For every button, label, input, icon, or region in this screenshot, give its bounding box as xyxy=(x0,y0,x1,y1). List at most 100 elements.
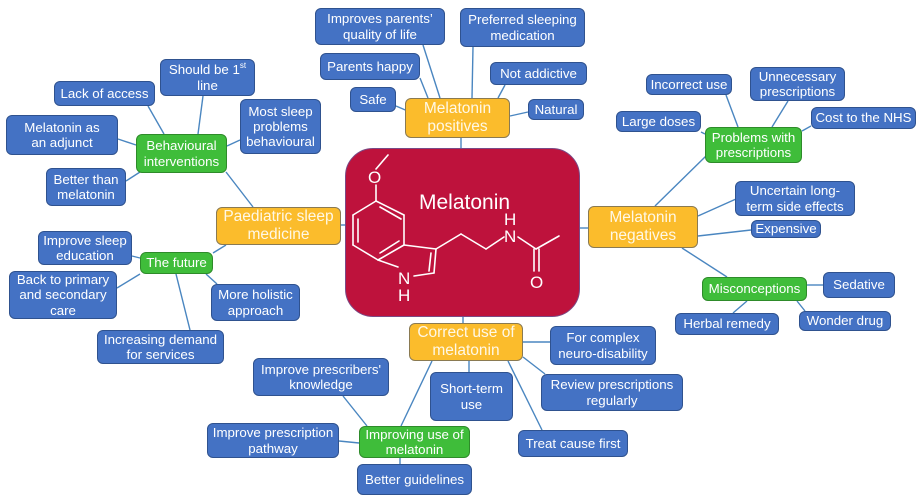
connector-neg-prob-to-neg-incorrect xyxy=(725,94,739,128)
connector-pos-to-pos-natural xyxy=(509,111,529,117)
node-neg-sedative: Sedative xyxy=(823,272,895,298)
node-label: Improve prescription pathway xyxy=(212,425,334,456)
node-label: Melatonin negatives xyxy=(609,209,677,244)
connector-neg-prob-to-neg-unnec xyxy=(771,100,789,128)
node-label: Improve sleep education xyxy=(43,232,127,263)
atom-h-indole: H xyxy=(398,286,410,305)
node-paed-lack: Lack of access xyxy=(54,81,155,106)
node-label: Uncertain long- term side effects xyxy=(746,183,844,214)
connector-paed-behav-to-paed-lack xyxy=(147,105,165,135)
node-neg: Melatonin negatives xyxy=(588,206,698,248)
node-pos-pref: Preferred sleeping medication xyxy=(460,8,585,47)
node-neg-incorrect: Incorrect use xyxy=(646,74,732,95)
node-label: For complex neuro-disability xyxy=(558,330,648,361)
node-pos-safe: Safe xyxy=(350,87,396,112)
node-label: Paediatric sleep medicine xyxy=(223,208,334,243)
node-label-continued: line xyxy=(197,77,218,93)
node-cor-knowledge: Improve prescribers' knowledge xyxy=(253,358,389,396)
node-paed-back: Back to primary and secondary care xyxy=(9,271,117,319)
connector-neg-to-neg-prob xyxy=(654,155,707,207)
connector-paed-behav-to-paed-adjunct xyxy=(117,138,137,146)
node-label: Cost to the NHS xyxy=(815,110,912,126)
connector-paed-behav-to-paed-better xyxy=(125,171,141,182)
node-label: Expensive xyxy=(755,221,817,237)
connector-paed-future-to-paed-demand xyxy=(175,273,191,331)
connector-neg-to-neg-expensive xyxy=(697,229,752,237)
node-label: Improve prescribers' knowledge xyxy=(260,361,382,392)
node-pos: Melatonin positives xyxy=(405,98,510,138)
node-pos-qol: Improves parents’ quality of life xyxy=(315,8,445,45)
node-cor-guidelines: Better guidelines xyxy=(357,464,472,495)
node-cor-short: Short-term use xyxy=(430,372,513,421)
connector-neg-misc-to-neg-wonder xyxy=(796,300,806,312)
center-title: Melatonin xyxy=(419,191,511,214)
node-label: Most sleep problems behavioural xyxy=(246,103,315,150)
node-paed-adjunct: Melatonin as an adjunct xyxy=(6,115,118,155)
node-label: Improves parents’ quality of life xyxy=(327,11,433,42)
node-paed-future: The future xyxy=(140,252,213,274)
node-paed-edu: Improve sleep education xyxy=(38,231,132,265)
connector-correct-to-cor-treat xyxy=(507,360,543,431)
atom-o-carbonyl: O xyxy=(530,273,543,292)
connector-pos-to-pos-notadd xyxy=(497,84,506,99)
node-label: Improving use of melatonin xyxy=(365,426,464,457)
atom-n-amide: N xyxy=(504,227,516,246)
connector-pos-to-pos-pref xyxy=(471,46,474,99)
node-neg-large: Large doses xyxy=(616,111,701,132)
node-label-superscript: st xyxy=(239,61,247,71)
node-neg-wonder: Wonder drug xyxy=(799,311,891,331)
node-neg-misc: Misconceptions xyxy=(702,277,807,301)
node-cor-complex: For complex neuro-disability xyxy=(550,326,656,365)
connector-correct-to-cor-improving xyxy=(400,360,433,427)
node-neg-expensive: Expensive xyxy=(751,220,821,238)
node-label: Behavioural interventions xyxy=(143,138,220,169)
node-label: Herbal remedy xyxy=(683,316,771,332)
connector-cor-improving-to-cor-pathway xyxy=(338,440,360,444)
node-label: Wonder drug xyxy=(806,313,884,329)
node-neg-nhs: Cost to the NHS xyxy=(811,107,916,129)
node-label: Parents happy xyxy=(327,58,413,74)
node-label: Short-term use xyxy=(440,381,503,412)
node-label: Natural xyxy=(534,101,578,117)
node-paed-most: Most sleep problems behavioural xyxy=(240,99,321,154)
node-label: Treat cause first xyxy=(525,435,621,451)
node-paed: Paediatric sleep medicine xyxy=(216,207,341,245)
node-cor-review: Review prescriptions regularly xyxy=(541,374,683,411)
connector-paed-future-to-paed-holistic xyxy=(205,273,218,285)
node-label: Unnecessary prescriptions xyxy=(758,68,837,99)
node-label: Review prescriptions regularly xyxy=(550,377,674,408)
connector-neg-to-neg-misc xyxy=(681,247,728,278)
node-neg-uncertain: Uncertain long- term side effects xyxy=(735,181,855,216)
node-label: Lack of access xyxy=(60,85,149,101)
node-label: Increasing demand for services xyxy=(103,331,218,362)
node-label: The future xyxy=(146,255,207,271)
node-label: Correct use of melatonin xyxy=(417,324,515,359)
atom-n-indole: N xyxy=(398,269,410,288)
node-label: Safe xyxy=(359,91,387,107)
node-paed-holistic: More holistic approach xyxy=(211,284,300,321)
node-pos-happy: Parents happy xyxy=(320,53,420,80)
node-label: Better than melatonin xyxy=(53,171,119,202)
node-label: Large doses xyxy=(621,113,696,129)
node-neg-prob: Problems with prescriptions xyxy=(705,127,802,163)
connector-paed-future-to-paed-edu xyxy=(131,255,141,259)
node-cor-improving: Improving use of melatonin xyxy=(359,426,470,458)
connector-paed-to-paed-behav xyxy=(225,171,254,208)
node-pos-natural: Natural xyxy=(528,99,584,120)
node-paed-better: Better than melatonin xyxy=(46,168,126,206)
connector-paed-future-to-paed-back xyxy=(116,273,141,289)
connector-cor-improving-to-cor-knowledge xyxy=(342,395,368,427)
node-label: More holistic approach xyxy=(218,287,293,318)
connector-neg-prob-to-neg-nhs xyxy=(801,125,812,132)
node-label: Misconceptions xyxy=(708,281,801,297)
node-label: Incorrect use xyxy=(650,76,728,92)
node-paed-first: Should be 1st line xyxy=(160,59,255,96)
node-label: Better guidelines xyxy=(364,471,465,487)
node-cor-treat: Treat cause first xyxy=(518,430,628,457)
connector-neg-prob-to-neg-large xyxy=(700,131,706,135)
node-paed-demand: Increasing demand for services xyxy=(97,330,224,364)
atom-o-methoxy: O xyxy=(368,168,381,187)
node-label: Melatonin as an adjunct xyxy=(24,119,100,150)
connector-pos-to-pos-happy xyxy=(419,77,429,99)
connector-paed-to-paed-future xyxy=(212,244,227,254)
